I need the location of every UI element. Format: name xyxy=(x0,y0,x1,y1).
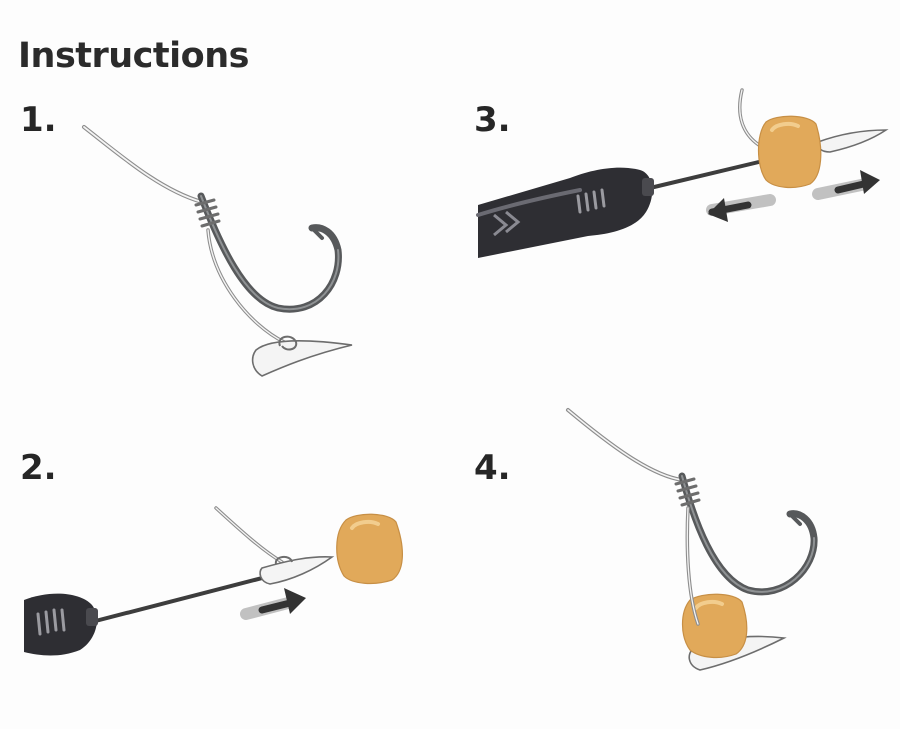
boilie xyxy=(757,115,822,189)
step-2-number: 2. xyxy=(20,448,57,488)
brand-chevrons xyxy=(493,210,521,237)
step-3-illustration xyxy=(450,0,900,400)
step-3-number: 3. xyxy=(474,100,511,140)
step-4-illustration xyxy=(450,400,900,729)
step-2-illustration xyxy=(0,400,450,729)
arrow-left-icon xyxy=(706,194,776,222)
arrow-right-icon xyxy=(812,170,880,200)
knot-wraps xyxy=(194,198,221,228)
boilie xyxy=(336,513,403,585)
step-1-number: 1. xyxy=(20,100,57,140)
hair-line xyxy=(214,506,284,564)
page-title: Instructions xyxy=(18,36,249,76)
knot-wraps xyxy=(674,477,701,507)
needle-shaft xyxy=(78,574,272,627)
boilie-stop xyxy=(816,129,889,153)
arrow-right-icon xyxy=(240,588,306,620)
handle-grip-marks xyxy=(36,608,66,636)
handle-grip-marks xyxy=(576,188,606,214)
needle-handle xyxy=(24,593,97,656)
hair-loop xyxy=(278,335,298,351)
boilie xyxy=(681,593,748,659)
main-line xyxy=(566,408,684,482)
main-line-inner xyxy=(83,126,203,203)
boilie-stop xyxy=(259,556,335,585)
main-line xyxy=(82,125,204,204)
fishing-hook xyxy=(197,192,342,313)
step-1-illustration xyxy=(0,0,450,400)
step-4-number: 4. xyxy=(474,448,511,488)
boilie-stop xyxy=(251,340,353,377)
needle-handle xyxy=(478,167,653,258)
